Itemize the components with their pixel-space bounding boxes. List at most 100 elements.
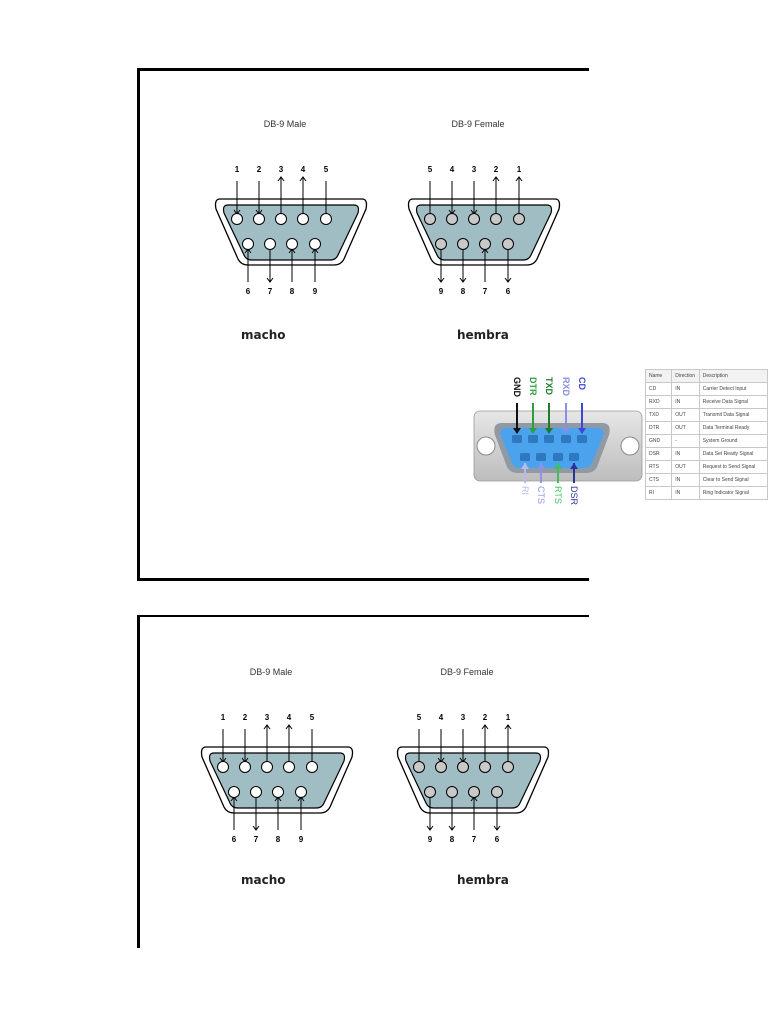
pin [457,761,469,773]
arrow-head [529,428,537,434]
connector-face [208,752,346,809]
pin [264,238,276,250]
arrow-head [277,176,285,182]
cell-name: DTR [645,421,673,435]
col-header-name: Name [645,369,673,383]
pin [309,238,321,250]
arrow-head [285,724,293,730]
arrow-head [459,277,467,283]
connector-title: DB-9 Female [440,667,494,677]
arrow-head [554,463,562,469]
arrow-head [578,428,586,434]
male-caption: macho [241,328,286,342]
photo-pin [544,435,554,443]
pin-number: 6 [246,287,251,296]
cell-name: TXD [645,408,673,422]
arrow-head [266,277,274,283]
arrow-head [521,463,529,469]
table-row: GND-System Ground [645,434,768,448]
pin-number: 3 [472,165,477,174]
pin-number: 3 [265,713,270,722]
arrow-head [513,428,521,434]
male-caption: macho [241,873,286,887]
cell-description: Clear to Send Signal [698,473,768,487]
arrow-head [426,825,434,831]
pin [479,238,491,250]
cell-name: RI [645,486,673,500]
cell-description: Ring Indicator Signal [698,486,768,500]
pin [491,786,503,798]
pin-number: 5 [428,165,433,174]
cell-direction: IN [671,395,700,409]
pin-number: 7 [483,287,488,296]
pin [250,786,262,798]
connector-face [404,752,542,809]
pin [231,213,243,225]
cell-direction: - [671,434,700,448]
pin [217,761,229,773]
pin-number: 3 [279,165,284,174]
pin-number: 8 [276,835,281,844]
pin-number: 1 [506,713,511,722]
pin [446,213,458,225]
arrow-head [437,277,445,283]
connector-title: DB-9 Female [451,119,505,129]
pin [320,213,332,225]
arrow-head [545,428,553,434]
cell-direction: OUT [671,421,700,435]
cell-direction: IN [671,486,700,500]
pin-number: 6 [232,835,237,844]
pin [468,213,480,225]
pin-number: 4 [450,165,455,174]
signal-label: CTS [536,486,546,504]
arrow-head [504,724,512,730]
pin [479,761,491,773]
pin [502,238,514,250]
cell-description: Data Set Ready Signal [698,447,768,461]
arrow-head [537,463,545,469]
signal-label: TXD [544,377,554,396]
arrow-head [562,428,570,434]
arrow-head [481,724,489,730]
arrow-head [515,176,523,182]
cell-name: CD [645,382,673,396]
pin-number: 9 [428,835,433,844]
arrow-head [504,277,512,283]
cell-direction: OUT [671,408,700,422]
pin-number: 1 [221,713,226,722]
signal-label: RTS [553,486,563,504]
cell-direction: IN [671,473,700,487]
pin-number: 5 [310,713,315,722]
connector-face [222,204,360,261]
pin-number: 9 [299,835,304,844]
female-caption: hembra [457,873,509,887]
pin-number: 8 [461,287,466,296]
signal-label: DTR [528,377,538,396]
pin [242,238,254,250]
cell-name: RXD [645,395,673,409]
connector-face [415,204,553,261]
pin-number: 7 [472,835,477,844]
pin-number: 8 [290,287,295,296]
pin [286,238,298,250]
table-header-row: Name Direction Description [645,369,768,383]
mounting-hole-right [620,436,640,456]
pin [228,786,240,798]
pin [457,238,469,250]
